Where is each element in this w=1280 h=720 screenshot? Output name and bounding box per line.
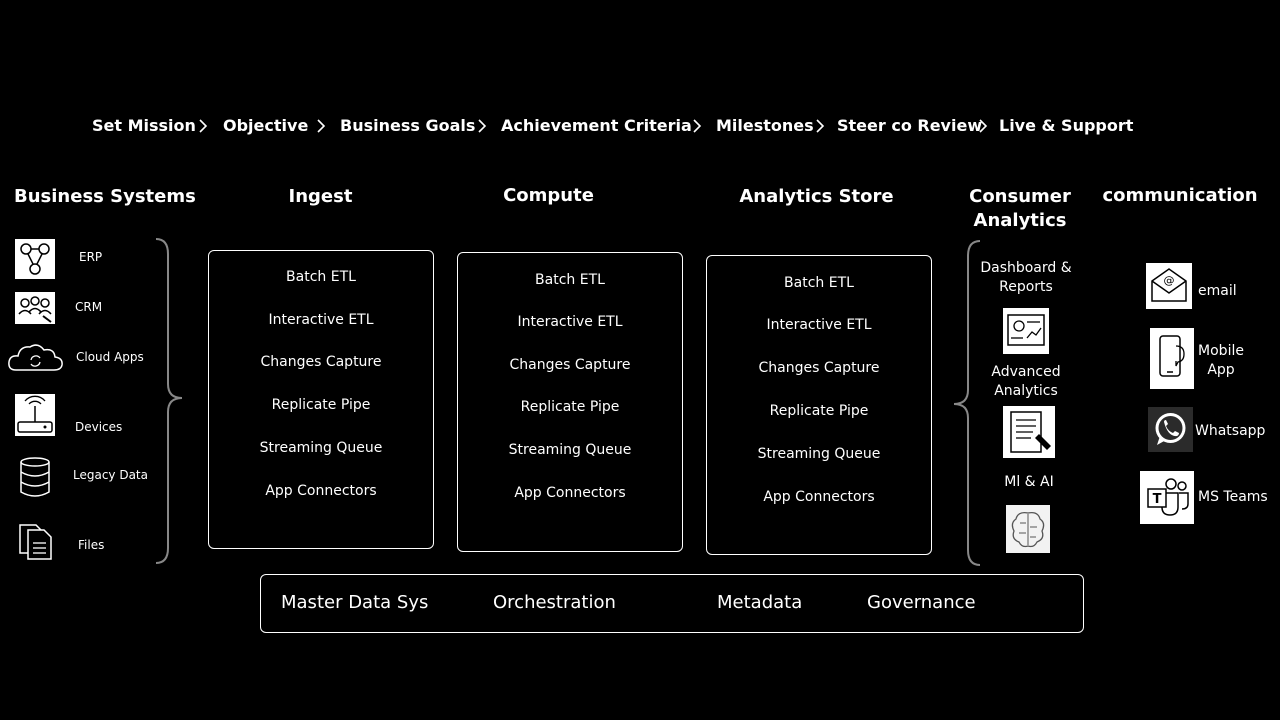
svg-text:@: @: [1164, 274, 1175, 287]
foundation-bar: [260, 574, 1084, 633]
mobile-phone-icon: [1150, 328, 1194, 389]
comm-label-whatsapp: Whatsapp: [1195, 423, 1266, 439]
header-compute: Compute: [503, 185, 594, 206]
ingest-item: Replicate Pipe: [271, 397, 371, 413]
router-icon: [15, 394, 55, 436]
ingest-item: Streaming Queue: [259, 440, 383, 456]
header-ingest: Ingest: [288, 186, 353, 207]
header-consumer-line2: Analytics: [973, 210, 1067, 231]
erp-icon: [15, 239, 55, 279]
header-consumer-line1: Consumer: [969, 186, 1071, 207]
ml-ai-label: Ml & AI: [1004, 474, 1054, 490]
whatsapp-icon: [1148, 407, 1193, 452]
compute-item: Interactive ETL: [517, 314, 623, 330]
chevron-right-icon: [199, 119, 208, 133]
analytics-item: Streaming Queue: [757, 446, 881, 462]
system-label-legacy-data: Legacy Data: [73, 468, 148, 482]
mobile-label-line2: App: [1207, 362, 1235, 378]
dashboard-label-line1: Dashboard &: [980, 260, 1072, 276]
files-icon: [19, 524, 52, 560]
chevron-right-icon: [317, 119, 326, 133]
bottom-master-data: Master Data Sys: [281, 592, 429, 613]
comm-label-email: email: [1198, 283, 1237, 299]
step-business-goals: Business Goals: [340, 116, 476, 135]
comm-label-mobile-app: Mobile App: [1196, 342, 1246, 380]
chevron-right-icon: [816, 119, 825, 133]
system-label-cloud-apps: Cloud Apps: [76, 350, 144, 364]
bottom-governance: Governance: [867, 592, 976, 613]
step-milestones: Milestones: [716, 116, 814, 135]
ingest-item: Batch ETL: [286, 269, 356, 285]
dashboard-label-line2: Reports: [999, 279, 1053, 295]
header-business-systems: Business Systems: [14, 186, 196, 207]
step-steer-co-review: Steer co Review: [837, 116, 983, 135]
mobile-label-line1: Mobile: [1198, 343, 1244, 359]
crm-icon: [15, 292, 55, 324]
compute-item: Replicate Pipe: [520, 399, 620, 415]
svg-text:T: T: [1153, 492, 1162, 507]
bottom-orchestration: Orchestration: [493, 592, 616, 613]
ingest-item: Changes Capture: [260, 354, 382, 370]
system-label-crm: CRM: [75, 300, 103, 314]
compute-box: Batch ETL Interactive ETL Changes Captur…: [457, 252, 683, 552]
system-label-erp: ERP: [79, 250, 103, 264]
header-analytics-store: Analytics Store: [739, 186, 894, 207]
ms-teams-icon: T: [1140, 471, 1194, 524]
email-icon: @: [1146, 263, 1192, 309]
left-brace-icon: [953, 240, 981, 566]
header-communication: communication: [1102, 185, 1258, 206]
system-label-files: Files: [78, 538, 105, 552]
ingest-item: Interactive ETL: [268, 312, 374, 328]
dashboard-icon: [1003, 308, 1049, 354]
advanced-label-line1: Advanced: [991, 364, 1061, 380]
analytics-store-box: Batch ETL Interactive ETL Changes Captur…: [706, 255, 932, 555]
database-icon: [20, 457, 50, 497]
analytics-item: Changes Capture: [758, 360, 880, 376]
header-consumer-analytics: Consumer Analytics: [960, 185, 1080, 233]
compute-item: Streaming Queue: [508, 442, 632, 458]
system-label-devices: Devices: [75, 420, 123, 434]
bottom-metadata: Metadata: [717, 592, 803, 613]
analytics-item: App Connectors: [763, 489, 875, 505]
compute-item: Changes Capture: [509, 357, 631, 373]
analytics-item: Replicate Pipe: [769, 403, 869, 419]
chevron-right-icon: [478, 119, 487, 133]
ingest-item: App Connectors: [265, 483, 377, 499]
dashboard-reports-label: Dashboard & Reports: [970, 259, 1082, 297]
analytics-report-icon: [1003, 406, 1055, 458]
analytics-item: Interactive ETL: [766, 317, 872, 333]
advanced-analytics-label: Advanced Analytics: [970, 363, 1082, 401]
brain-icon: [1006, 505, 1050, 553]
step-live-support: Live & Support: [999, 116, 1134, 135]
step-set-mission: Set Mission: [92, 116, 196, 135]
cloud-icon: [8, 344, 63, 371]
chevron-right-icon: [693, 119, 702, 133]
compute-item: App Connectors: [514, 485, 626, 501]
step-achievement-criteria: Achievement Criteria: [501, 116, 692, 135]
advanced-label-line2: Analytics: [994, 383, 1058, 399]
step-objective: Objective: [223, 116, 309, 135]
comm-label-ms-teams: MS Teams: [1198, 489, 1268, 505]
ingest-box: Batch ETL Interactive ETL Changes Captur…: [208, 250, 434, 549]
compute-item: Batch ETL: [535, 272, 605, 288]
chevron-right-icon: [979, 119, 988, 133]
analytics-item: Batch ETL: [784, 275, 854, 291]
right-brace-icon: [155, 238, 183, 564]
